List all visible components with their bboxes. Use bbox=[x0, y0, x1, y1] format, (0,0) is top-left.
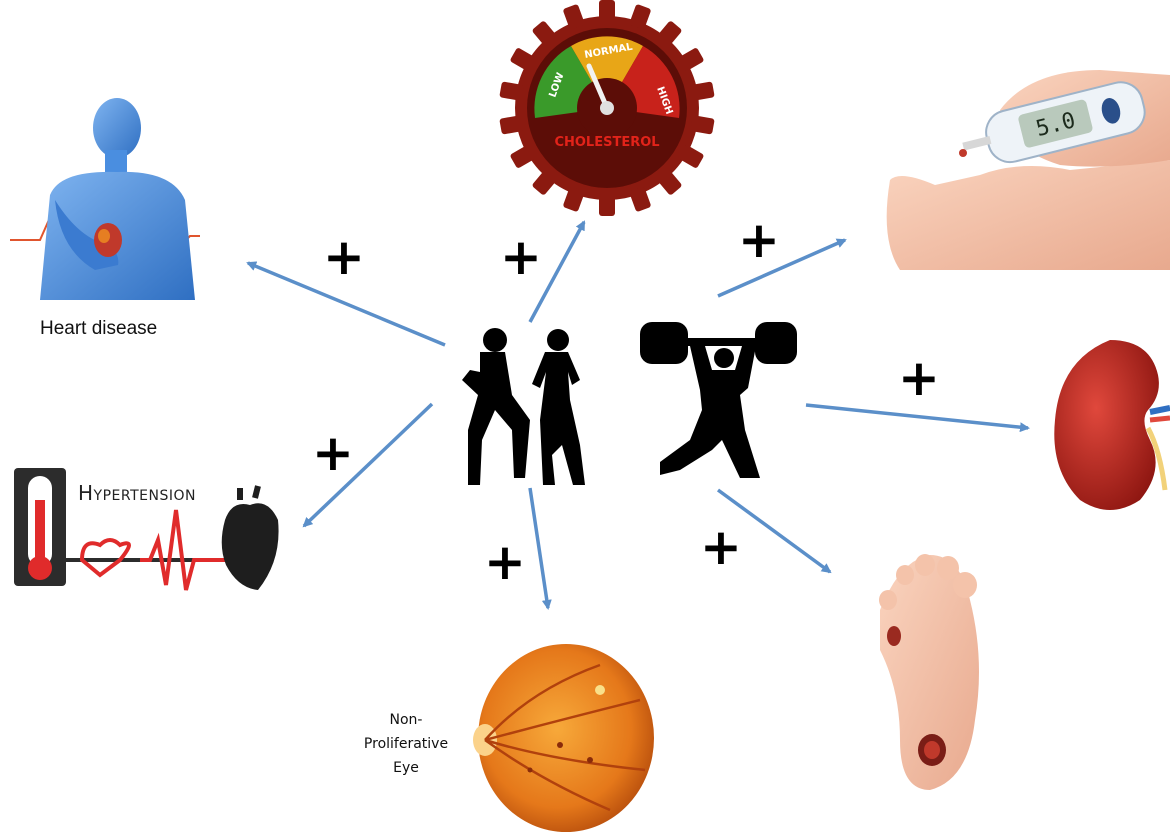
plus-sign-hypertension: + bbox=[312, 428, 354, 478]
plus-sign-foot: + bbox=[700, 522, 742, 572]
plus-sign-heart: + bbox=[323, 232, 365, 282]
eye-label-line-3: Eye bbox=[360, 756, 452, 780]
glucometer-illustration: 5.0 bbox=[887, 70, 1170, 270]
arrow-to-kidney bbox=[806, 405, 1028, 428]
heart-disease-label: Heart disease bbox=[40, 318, 157, 340]
eye-label-line-1: Non- bbox=[360, 708, 452, 732]
plus-sign-glucose: + bbox=[738, 215, 780, 265]
hypertension-label: Hypertension bbox=[78, 481, 196, 505]
arrow-to-eye bbox=[530, 488, 548, 608]
non-proliferative-eye-label: Non- Proliferative Eye bbox=[360, 708, 452, 780]
runners-silhouette bbox=[462, 328, 585, 485]
cholesterol-gauge: LOW NORMAL HIGH CHOLESTEROL bbox=[499, 0, 714, 216]
kidney-illustration bbox=[1054, 340, 1170, 510]
retina-illustration bbox=[473, 644, 654, 832]
plus-sign-cholesterol: + bbox=[500, 232, 542, 282]
plus-sign-kidney: + bbox=[898, 353, 940, 403]
weightlifter-silhouette bbox=[640, 322, 797, 478]
diabetic-foot-illustration bbox=[879, 554, 979, 790]
heart-disease-illustration bbox=[10, 98, 200, 300]
gauge-title: CHOLESTEROL bbox=[554, 135, 659, 150]
eye-label-line-2: Proliferative bbox=[360, 732, 452, 756]
plus-sign-eye: + bbox=[484, 537, 526, 587]
